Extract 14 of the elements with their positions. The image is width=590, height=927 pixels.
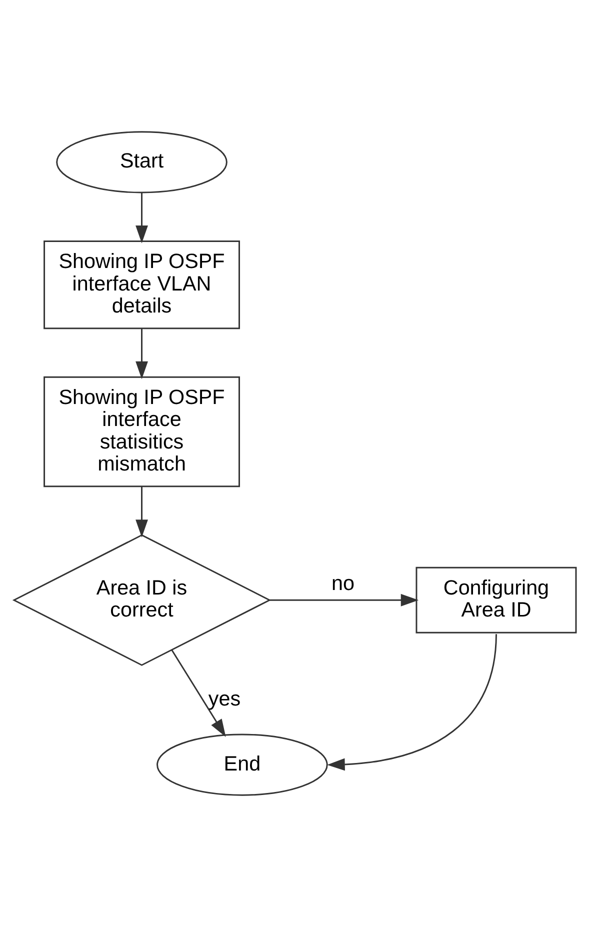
node-box: Showing IP OSPF interface statisitics mismatch — [44, 376, 240, 488]
edge-label: no — [332, 572, 354, 596]
arrow — [270, 594, 419, 606]
arrow — [327, 634, 497, 771]
edge-label: yes — [208, 687, 241, 710]
node-ellipse: Start — [56, 131, 228, 194]
arrow — [136, 486, 148, 538]
node-ellipse: End — [156, 734, 328, 796]
arrow — [136, 192, 148, 244]
arrow — [171, 650, 226, 737]
node-box: Showing IP OSPF interface VLAN details — [44, 240, 240, 330]
arrow — [136, 328, 148, 380]
node-box: Configuring Area ID — [416, 566, 577, 634]
node-diamond: Area ID is correct — [12, 534, 272, 666]
